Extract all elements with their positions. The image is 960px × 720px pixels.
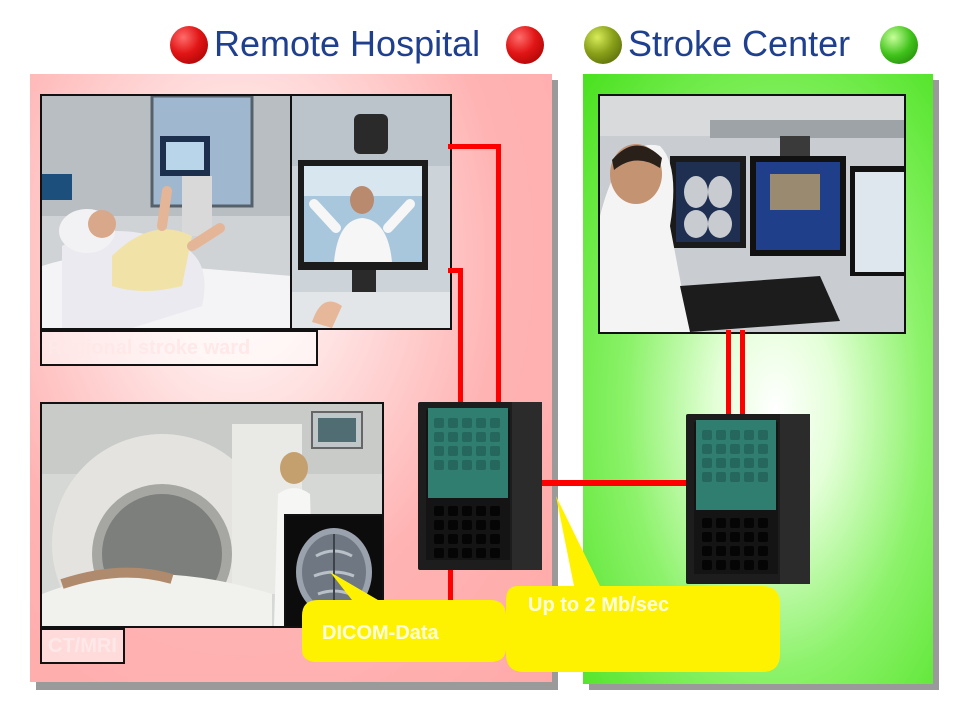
- stroke-center-server-tower: [686, 414, 810, 584]
- dicom-data-label: DICOM-Data: [322, 622, 439, 644]
- cable-server-link: [512, 480, 690, 486]
- olive-indicator-icon: [584, 26, 622, 64]
- cable-center-left: [726, 330, 731, 420]
- stroke-center-photo: [598, 94, 906, 334]
- brain-scan-image: [284, 514, 384, 628]
- ct-mri-caption: CT/MRI: [40, 628, 125, 664]
- red-indicator-icon: [506, 26, 544, 64]
- cable-ct-horizontal: [380, 600, 452, 605]
- speed-label: Up to 2 Mb/sec: [528, 594, 670, 616]
- green-indicator-icon: [880, 26, 918, 64]
- red-indicator-icon: [170, 26, 208, 64]
- video-terminal-photo: [290, 94, 452, 330]
- cable-ward-vertical-inner: [458, 268, 463, 410]
- cable-ct-vertical: [448, 566, 453, 605]
- stroke-center-title: Stroke Center: [628, 23, 851, 64]
- cable-terminal-top: [448, 144, 498, 149]
- stroke-ward-photo: [40, 94, 294, 330]
- ct-mri-photo: [40, 402, 384, 628]
- cable-center-right: [740, 330, 745, 420]
- remote-server-tower: [418, 402, 542, 570]
- cable-terminal-vertical-outer: [496, 144, 501, 410]
- ward-caption: Regional stroke ward: [40, 330, 318, 366]
- cable-ward-mid: [448, 268, 462, 273]
- remote-hospital-title: Remote Hospital: [214, 23, 481, 64]
